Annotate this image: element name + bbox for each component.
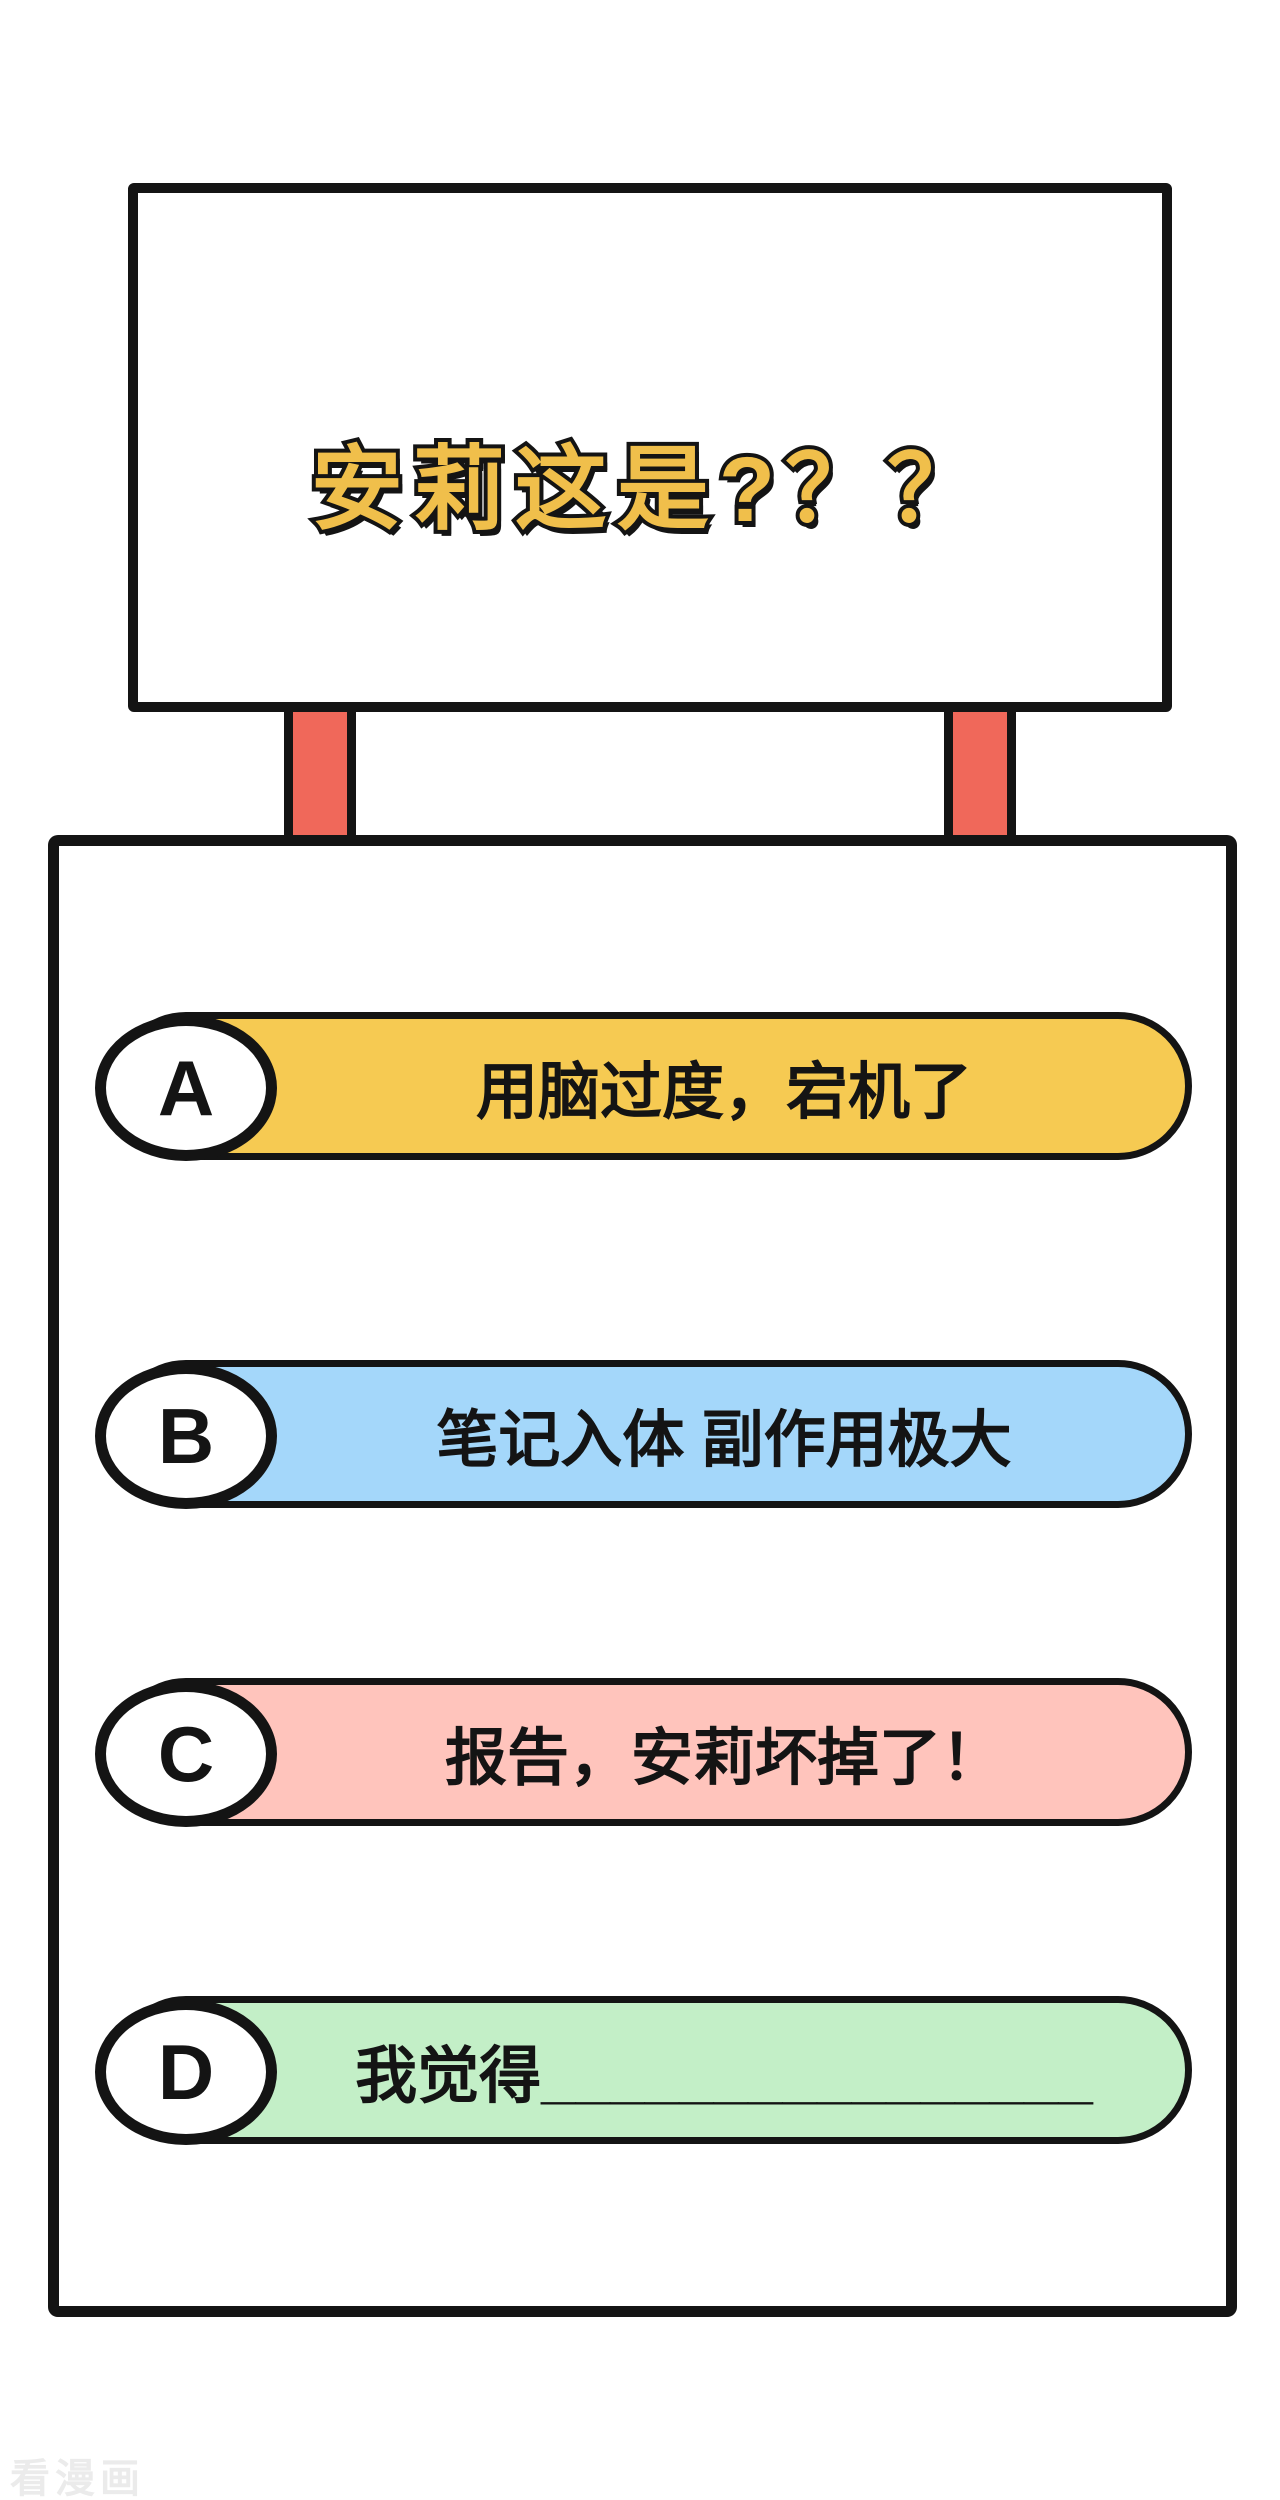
- option-c-label: 报告，安莉坏掉了！: [444, 1724, 1003, 1793]
- option-a-letter: A: [157, 1044, 215, 1132]
- option-c-letter-badge: C: [95, 1681, 277, 1827]
- watermark: 看漫画: [10, 2457, 145, 2500]
- option-d-label: 我觉得________________: [355, 2042, 1093, 2111]
- option-b-letter-badge: B: [95, 1363, 277, 1509]
- answer-box: A 用脑过度，宕机了 B 笔记入体 副作用极大 C 报告，安莉坏掉了！ D 我觉…: [48, 835, 1237, 2317]
- option-d-letter: D: [157, 2028, 215, 2116]
- question-title: 安莉这是?？？: [307, 435, 990, 545]
- sign-post-right: [944, 700, 1016, 846]
- option-a-letter-badge: A: [95, 1015, 277, 1161]
- option-c[interactable]: C 报告，安莉坏掉了！: [95, 1678, 1192, 1827]
- option-c-letter: C: [157, 1710, 215, 1798]
- option-b-letter: B: [157, 1392, 215, 1480]
- option-d-letter-badge: D: [95, 1999, 277, 2145]
- option-a[interactable]: A 用脑过度，宕机了: [95, 1012, 1192, 1161]
- option-b[interactable]: B 笔记入体 副作用极大: [95, 1360, 1192, 1509]
- question-sign-board: 安莉这是?？？: [128, 183, 1172, 712]
- sign-post-left: [284, 700, 356, 846]
- option-a-label: 用脑过度，宕机了: [475, 1058, 972, 1127]
- option-b-label: 笔记入体 副作用极大: [436, 1406, 1012, 1475]
- option-d[interactable]: D 我觉得________________: [95, 1996, 1192, 2145]
